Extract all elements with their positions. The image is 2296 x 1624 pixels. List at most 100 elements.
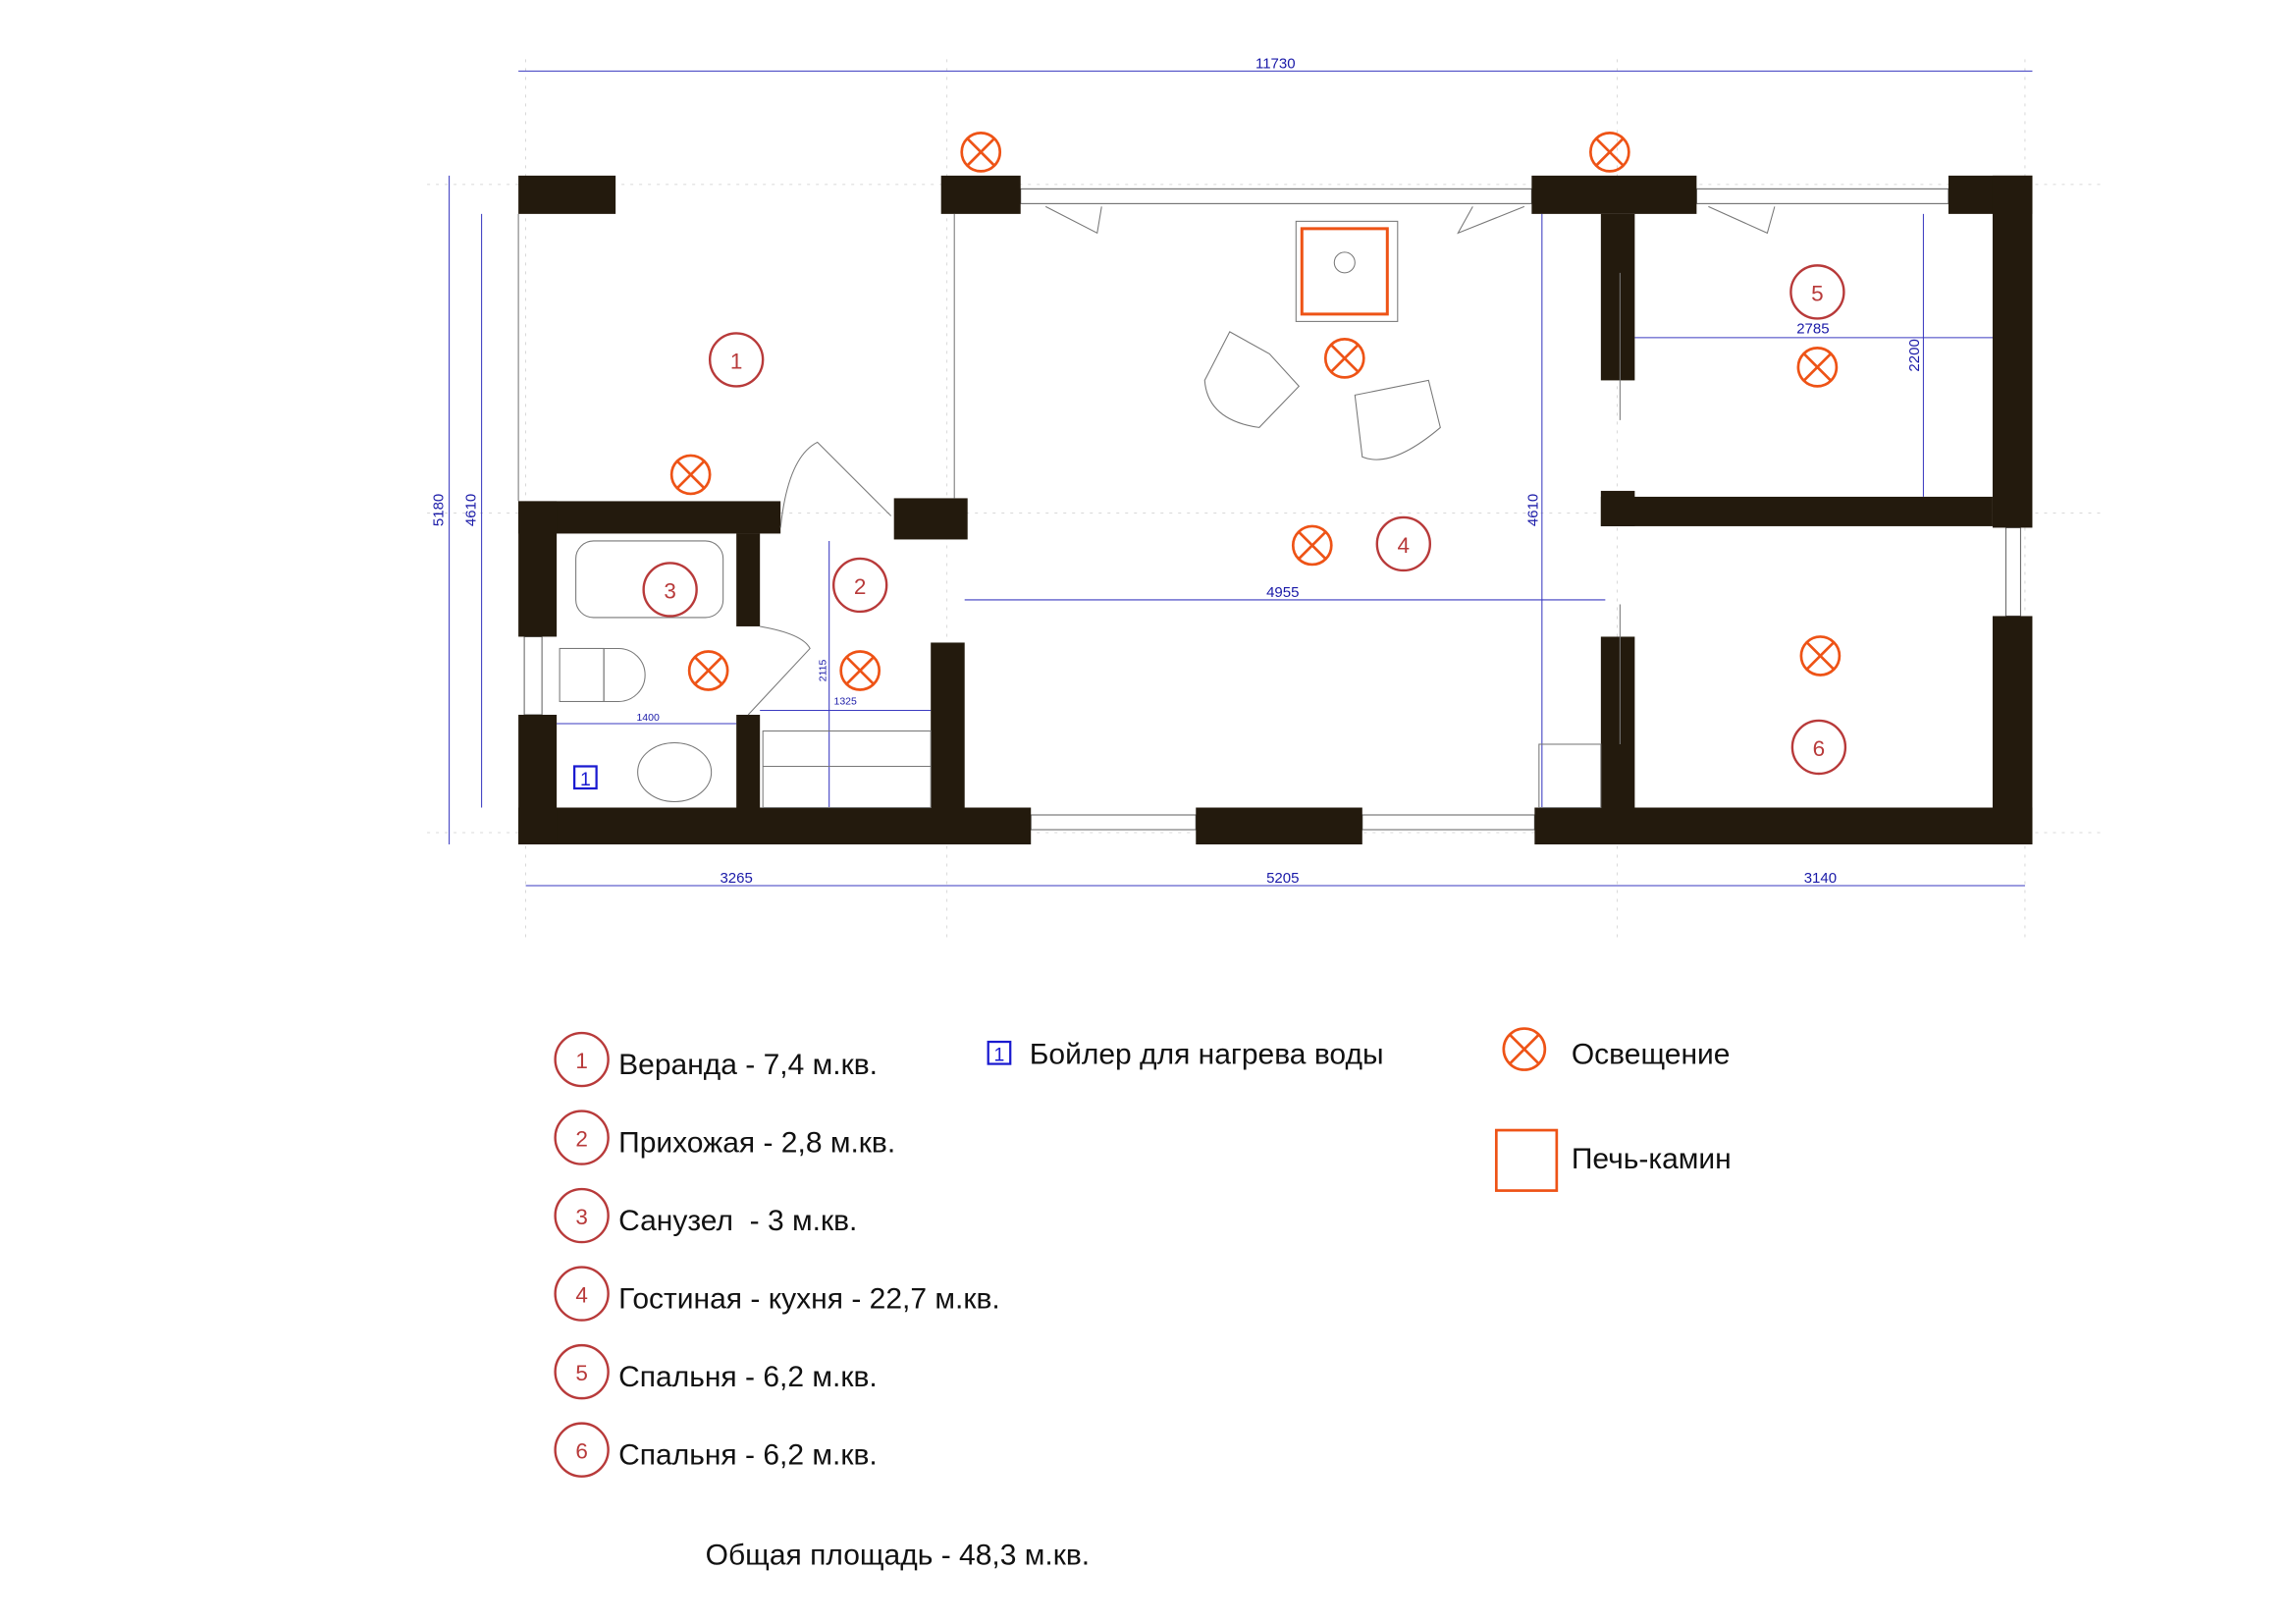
label-text: 5 — [575, 1361, 588, 1385]
light-icon — [1291, 524, 1333, 567]
boiler-marker: 1 — [572, 765, 598, 790]
door-swing — [1457, 205, 1525, 235]
door-swing — [747, 625, 811, 716]
plan-shape — [708, 332, 765, 388]
plan-shape — [845, 656, 875, 685]
plan-shape — [1020, 188, 1532, 204]
plan-shape — [1600, 496, 1993, 526]
label-text: 3 — [575, 1205, 588, 1229]
toilet — [603, 647, 646, 703]
plan-shape — [1375, 515, 1432, 572]
room-labels: 1 2 3 4 5 6 — [642, 264, 1847, 776]
plan-shape — [1799, 635, 1842, 677]
plan-shape — [518, 807, 1032, 845]
plan-shape — [1508, 1033, 1540, 1065]
dimension-lines: 11730 5180 4610 4610 3265 5205 3140 4955… — [431, 55, 2033, 887]
plan-shape — [1595, 137, 1625, 167]
light-icon — [960, 132, 1002, 173]
dim-bottom-left: 3265 — [720, 870, 752, 887]
plan-shape — [1362, 814, 1535, 831]
plan-shape — [1992, 616, 2033, 845]
plan-shape — [554, 1031, 610, 1088]
light-icon — [1588, 132, 1630, 173]
plan-shape — [554, 1266, 610, 1322]
legend-room-6: 6 Спальня - 6,2 м.кв. — [554, 1422, 878, 1478]
plan-shape — [987, 1040, 1012, 1065]
plan-shape — [960, 132, 1002, 173]
wardrobe — [762, 730, 932, 809]
plan-shape — [1333, 251, 1356, 274]
plan-shape — [518, 175, 616, 214]
plan-shape — [1330, 344, 1360, 373]
plan-shape — [1531, 175, 1697, 214]
plan-shape — [518, 714, 558, 845]
dim-bottom-mid: 5205 — [1266, 870, 1299, 887]
light-icon — [669, 454, 712, 496]
label-text: 5 — [1811, 281, 1824, 305]
legend-lighting: Освещение — [1502, 1027, 1731, 1071]
plan-shape — [1502, 1027, 1547, 1071]
plan-shape — [1196, 807, 1362, 845]
label-text: Бойлер для нагрева воды — [1030, 1039, 1384, 1071]
dim-bottom-right: 3140 — [1804, 870, 1837, 887]
stove-base — [1295, 220, 1399, 322]
dim-living-width: 4955 — [1266, 584, 1299, 601]
label-text: 1 — [994, 1045, 1005, 1066]
light-icons — [669, 132, 1842, 691]
light-icon — [839, 650, 881, 691]
stove-icon — [1494, 1128, 1559, 1192]
plan-shape — [572, 765, 598, 790]
dim-hall-width: 1325 — [834, 695, 858, 707]
dim-total-width: 11730 — [1255, 55, 1296, 72]
plan-shape — [831, 557, 888, 614]
plan-shape — [1538, 743, 1602, 809]
plan-shape — [554, 1343, 610, 1400]
dim-bedroom-depth: 2200 — [1906, 339, 1923, 371]
total-area: Общая площадь - 48,3 м.кв. — [706, 1540, 1090, 1572]
plan-shape — [736, 714, 761, 808]
dim-bedroom-width: 2785 — [1796, 320, 1829, 337]
furniture — [559, 205, 1776, 809]
room-6-label: 6 — [1790, 719, 1847, 776]
armchair — [1354, 379, 1441, 460]
label-text: Гостиная - кухня - 22,7 м.кв. — [618, 1283, 1000, 1316]
plan-shape — [1992, 175, 2033, 528]
label-text: Печь-камин — [1572, 1143, 1732, 1175]
plan-shape — [554, 1110, 610, 1165]
plan-shape — [839, 650, 881, 691]
plan-shape — [518, 501, 781, 534]
label-text: 6 — [575, 1439, 588, 1464]
plan-shape — [1030, 814, 1197, 831]
dim-bath-width: 1400 — [636, 712, 660, 724]
room-3-label: 3 — [642, 562, 698, 618]
dim-inner-height-mid: 4610 — [1524, 494, 1541, 526]
plan-shape — [518, 501, 558, 637]
label-text: Освещение — [1572, 1039, 1731, 1071]
plan-shape — [736, 533, 761, 626]
light-icon — [1799, 635, 1842, 677]
label-text: Спальня - 6,2 м.кв. — [618, 1439, 878, 1472]
light-icon — [1502, 1027, 1547, 1071]
plan-shape — [1796, 347, 1839, 388]
light-icon — [687, 650, 729, 691]
label-text: 1 — [580, 769, 591, 790]
plan-shape — [523, 635, 543, 716]
plan-shape — [1805, 641, 1835, 671]
plan-shape — [1600, 636, 1635, 808]
dim-hall-depth: 2115 — [818, 660, 829, 682]
label-text: 3 — [664, 578, 676, 603]
plan-shape — [940, 175, 1021, 214]
plan-shape — [554, 1422, 610, 1478]
label-text: 2 — [575, 1127, 588, 1152]
room-1-label: 1 — [708, 332, 765, 388]
light-icon — [1796, 347, 1839, 388]
plan-shape — [687, 650, 729, 691]
dim-inner-height: 4610 — [463, 494, 480, 526]
plan-shape — [1789, 264, 1845, 320]
room-5-label: 5 — [1789, 264, 1845, 320]
